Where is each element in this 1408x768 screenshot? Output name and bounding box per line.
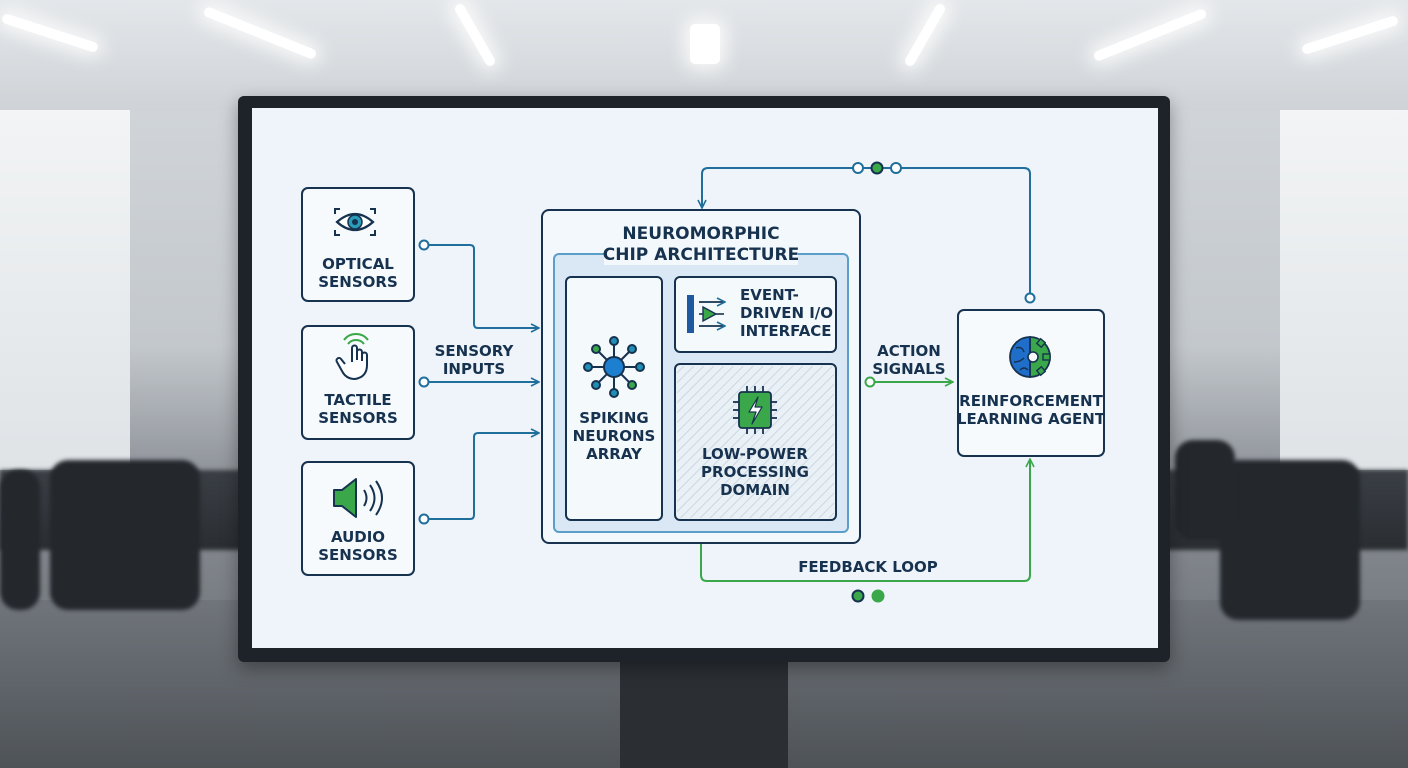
reinforcement-learning-agent-box: REINFORCEMENT LEARNING AGENT bbox=[957, 309, 1106, 457]
hand-icon bbox=[335, 333, 369, 380]
io-label-1: EVENT- bbox=[740, 286, 799, 304]
io-arrow-icon bbox=[687, 295, 724, 333]
window bbox=[0, 110, 130, 470]
audio-sensors-label-1: AUDIO bbox=[331, 528, 385, 546]
lowpower-label-2: PROCESSING bbox=[701, 463, 809, 481]
low-power-domain-box: LOW-POWER PROCESSING DOMAIN bbox=[674, 363, 837, 521]
action-signals-label-2: SIGNALS bbox=[872, 360, 945, 378]
speaker-icon bbox=[333, 478, 383, 518]
lowpower-label-1: LOW-POWER bbox=[702, 445, 808, 463]
chip-title-1: NEUROMORPHIC bbox=[622, 224, 779, 244]
tactile-sensors-label-2: SENSORS bbox=[318, 409, 398, 427]
spiking-label-3: ARRAY bbox=[586, 445, 643, 463]
monitor-stand bbox=[620, 655, 788, 768]
audio-sensors-label-2: SENSORS bbox=[318, 546, 398, 564]
architecture-diagram: OPTICAL SENSORS TACTILE SENSORS AUDIO SE… bbox=[301, 161, 1106, 603]
tactile-sensors-box: TACTILE SENSORS bbox=[301, 325, 415, 440]
office-chair bbox=[1175, 440, 1235, 540]
tactile-sensors-label-1: TACTILE bbox=[324, 391, 391, 409]
window bbox=[1280, 110, 1408, 470]
audio-sensors-box: AUDIO SENSORS bbox=[301, 461, 415, 576]
optical-sensors-box: OPTICAL SENSORS bbox=[301, 187, 415, 302]
gear-brain-icon bbox=[1009, 336, 1051, 378]
optical-sensors-label-1: OPTICAL bbox=[322, 255, 394, 273]
agent-label-2: LEARNING AGENT bbox=[957, 410, 1106, 428]
office-chair bbox=[0, 470, 40, 610]
io-label-2: DRIVEN I/O bbox=[740, 304, 833, 322]
io-label-3: INTERFACE bbox=[740, 322, 832, 340]
feedback-loop-connector bbox=[700, 460, 1030, 582]
top-return-connector bbox=[702, 161, 1036, 304]
chip-title-2: CHIP ARCHITECTURE bbox=[603, 245, 799, 265]
action-signals-label-1: ACTION bbox=[877, 342, 941, 360]
sensory-inputs-label-1: SENSORY bbox=[435, 342, 515, 360]
spiking-neurons-box: SPIKING NEURONS ARRAY bbox=[565, 276, 663, 521]
spiking-label-2: NEURONS bbox=[573, 427, 656, 445]
agent-label-1: REINFORCEMENT bbox=[959, 392, 1103, 410]
lowpower-label-3: DOMAIN bbox=[720, 481, 790, 499]
chip-lightning-icon bbox=[733, 386, 777, 434]
feedback-dots bbox=[851, 589, 885, 603]
spiking-label-1: SPIKING bbox=[579, 409, 648, 427]
neuron-network-icon bbox=[583, 336, 645, 398]
office-chair bbox=[1220, 460, 1360, 620]
ceiling-light bbox=[690, 24, 720, 64]
optical-sensors-label-2: SENSORS bbox=[318, 273, 398, 291]
eye-icon bbox=[334, 208, 376, 236]
event-driven-io-box: EVENT- DRIVEN I/O INTERFACE bbox=[674, 276, 837, 353]
sensory-input-connectors bbox=[418, 239, 539, 525]
action-signals-connector bbox=[864, 376, 953, 388]
office-chair bbox=[50, 460, 200, 610]
feedback-loop-label: FEEDBACK LOOP bbox=[798, 558, 938, 576]
sensory-inputs-label-2: INPUTS bbox=[443, 360, 505, 378]
